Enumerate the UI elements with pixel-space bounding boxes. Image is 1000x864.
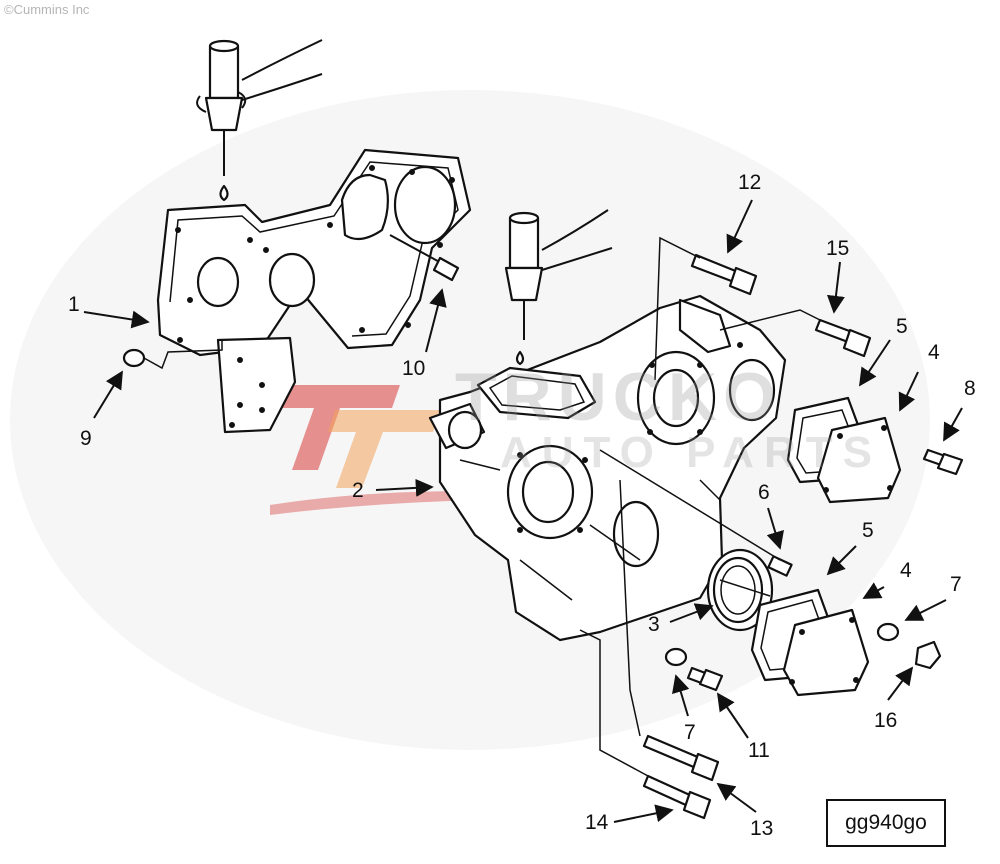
callout-16: 16 [874,709,898,732]
callout-1: 1 [68,293,80,316]
dowel-pin [767,555,793,577]
callout-9: 9 [80,427,92,450]
callout-12: 12 [738,171,762,194]
callout-2: 2 [352,479,364,502]
callout-15: 15 [826,237,850,260]
callout-8: 8 [964,377,976,400]
o-ring-9 [122,348,146,368]
sealant-bottle-right [504,209,613,366]
front-seal [706,548,774,632]
access-cover-upper [816,416,902,504]
capscrew-12 [690,253,758,296]
access-cover-lower [782,608,870,697]
capscrew-8 [922,448,964,476]
callout-6: 6 [758,481,770,504]
capscrew-14 [642,774,712,820]
callout-4-lower: 4 [900,559,912,582]
callout-7-right: 7 [950,573,962,596]
figure-code-box: gg940go [826,799,946,847]
callout-4-upper: 4 [928,341,940,364]
capscrew-10 [389,234,460,282]
washer-7-lower [664,647,688,667]
capscrew-13 [642,734,720,782]
callout-7-lower: 7 [684,721,696,744]
sealant-bottle-left [196,39,323,202]
callout-14: 14 [585,811,609,834]
washer-7-right [876,622,900,642]
copyright-notice: ©Cummins Inc [4,2,90,17]
capscrew-11 [686,666,724,692]
callout-10: 10 [402,357,426,380]
callout-3: 3 [648,613,660,636]
callout-13: 13 [750,817,774,840]
capscrew-15 [814,318,872,358]
alignment-lines [143,236,821,777]
callout-5-lower: 5 [862,519,874,542]
watermark-brand: TRUCKO [455,359,782,435]
callout-11: 11 [748,739,770,762]
callout-5-upper: 5 [896,315,908,338]
gear-housing [428,294,787,642]
front-cover-gasket [156,148,472,434]
callout-arrows [83,199,963,823]
watermark-tagline: AUTO PARTS [500,428,882,477]
nut-16 [914,640,942,670]
